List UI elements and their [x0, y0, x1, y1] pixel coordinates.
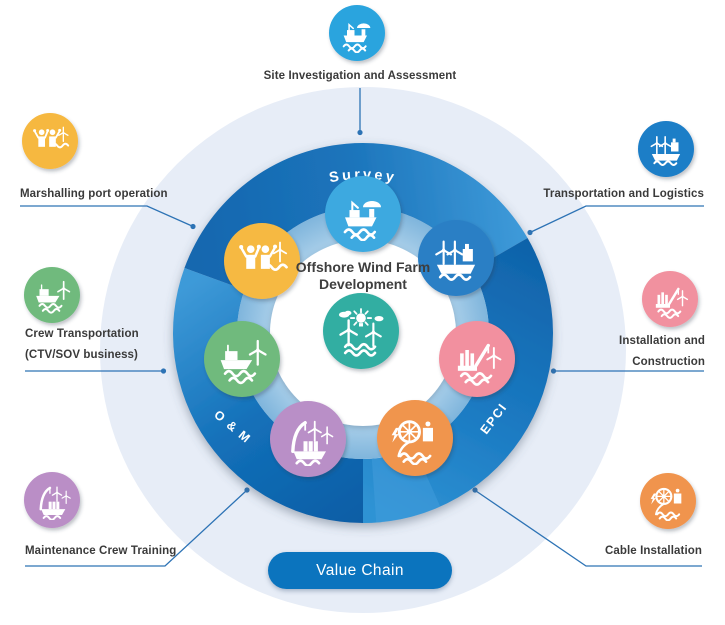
satellite-crew-transportation [24, 267, 80, 323]
connector-cable [475, 490, 702, 567]
label-line: Crew Transportation [25, 328, 139, 340]
ring-node-cable [377, 400, 453, 476]
ring-node-maintenance [270, 401, 346, 477]
segment-survey [184, 142, 528, 290]
label-site-investigation: Site Investigation and Assessment [263, 70, 457, 82]
satellite-cable [640, 473, 696, 529]
hub-node-development [323, 293, 399, 369]
label-transportation: Transportation and Logistics [543, 188, 704, 200]
segment-epci-highlight [371, 448, 441, 523]
label-crew-transportation: Crew Transportation (CTV/SOV business) [25, 324, 139, 366]
label-line: Installation and [619, 335, 705, 347]
label-maintenance: Maintenance Crew Training [25, 545, 177, 557]
label-cable: Cable Installation [604, 545, 702, 557]
satellite-maintenance [24, 472, 80, 528]
satellite-site-investigation [329, 5, 385, 61]
ring-node-survey [325, 176, 401, 252]
connector-dots [160, 129, 557, 493]
connector-maintenance [25, 490, 247, 567]
satellite-badges [22, 5, 698, 529]
title-line: Development [319, 276, 407, 292]
connector-marshalling [20, 205, 193, 227]
ring-node-installation [439, 321, 515, 397]
label-installation: Installation and Construction [505, 331, 705, 373]
label-line: (CTV/SOV business) [25, 349, 138, 361]
ring-node-transport [418, 220, 494, 296]
ring-node-crew [204, 321, 280, 397]
satellite-installation [642, 271, 698, 327]
value-chain-badge: Value Chain [268, 552, 452, 589]
ring-node-marshalling [224, 223, 300, 299]
satellite-marshalling [22, 113, 78, 169]
ring-nodes [204, 176, 515, 477]
connector-lines [20, 88, 704, 567]
label-marshalling: Marshalling port operation [20, 188, 168, 200]
label-line: Construction [632, 356, 705, 368]
wheel-center-title: Offshore Wind Farm Development [278, 259, 448, 293]
satellite-transportation [638, 121, 694, 177]
title-line: Offshore Wind Farm [295, 259, 431, 275]
connector-transportation [530, 205, 704, 233]
